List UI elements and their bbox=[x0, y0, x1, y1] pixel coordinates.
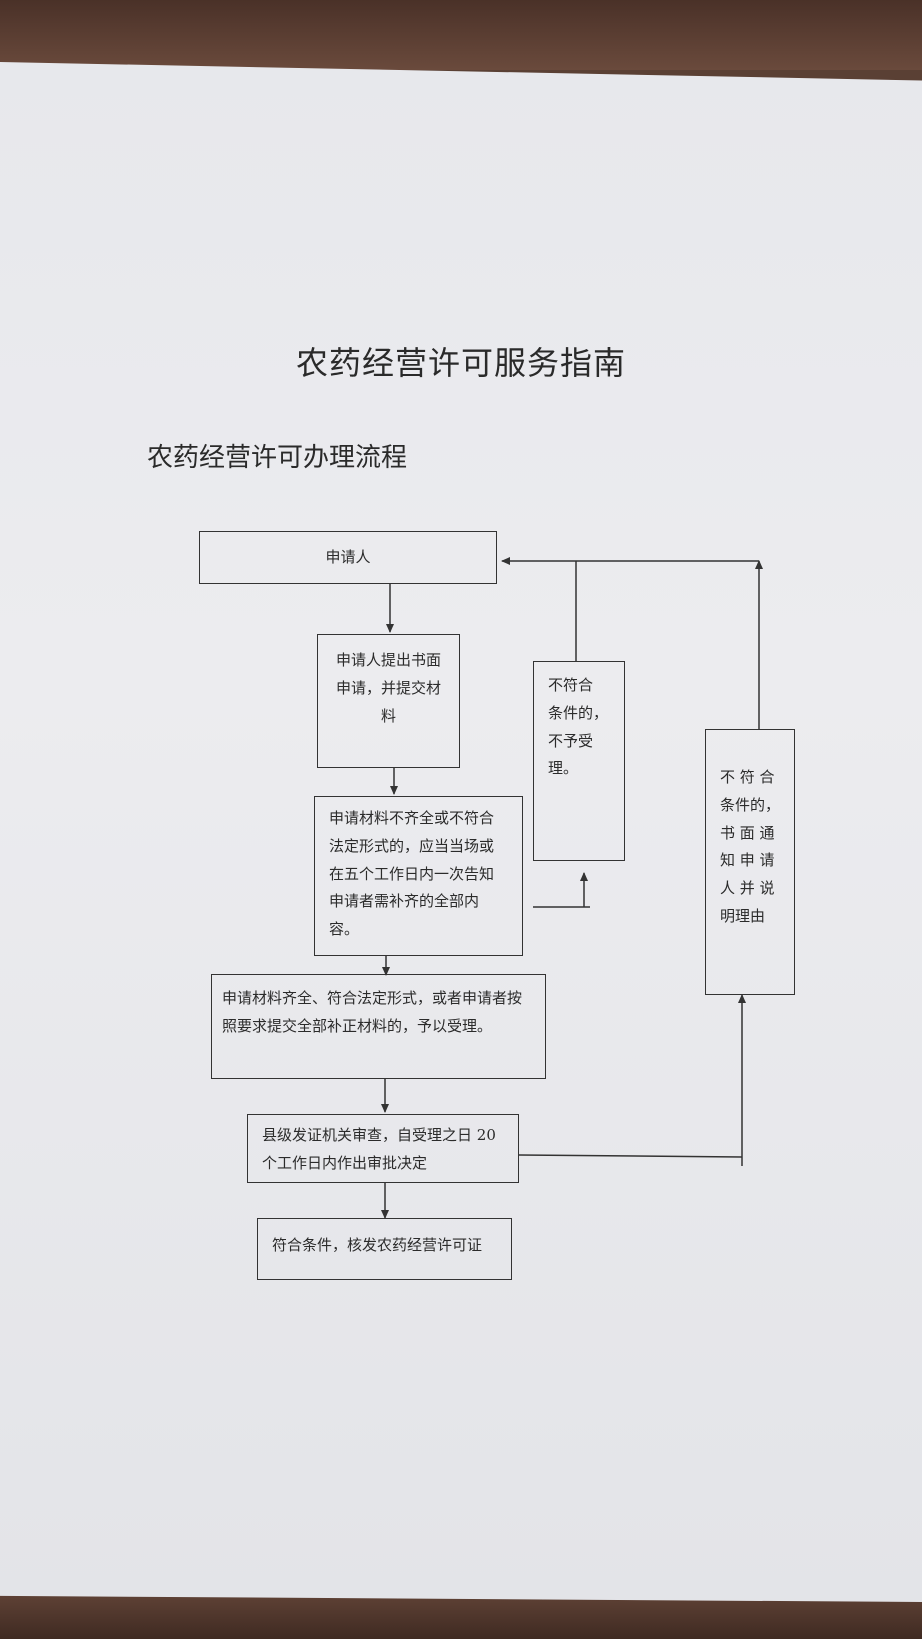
node-review: 县级发证机关审查，自受理之日 20 个工作日内作出审批决定 bbox=[247, 1114, 519, 1183]
line-review-to-rejected bbox=[518, 1154, 743, 1158]
node-rejected: 不 符 合 条件的， 书 面 通 知 申 请 人 并 说 明理由 bbox=[705, 729, 795, 995]
node-incomplete-text: 申请材料不齐全或不符合 法定形式的，应当当场或 在五个工作日内一次告知 申请者需… bbox=[329, 809, 495, 938]
section-title: 农药经营许可办理流程 bbox=[147, 443, 408, 473]
node-submit: 申请人提出书面 申请，并提交材 料 bbox=[317, 634, 460, 768]
node-accepted-text: 申请材料齐全、符合法定形式，或者申请者按 照要求提交全部补正材料的，予以受理。 bbox=[222, 989, 523, 1035]
node-applicant-text: 申请人 bbox=[325, 548, 371, 566]
node-issue-text: 符合条件，核发农药经营许可证 bbox=[272, 1236, 483, 1254]
node-rejected-text: 不 符 合 条件的， 书 面 通 知 申 请 人 并 说 明理由 bbox=[720, 768, 781, 925]
node-applicant: 申请人 bbox=[199, 531, 497, 584]
node-not-accepted-text: 不符合 条件的， 不予受 理。 bbox=[548, 676, 609, 778]
node-not-accepted: 不符合 条件的， 不予受 理。 bbox=[533, 661, 625, 861]
node-accepted: 申请材料齐全、符合法定形式，或者申请者按 照要求提交全部补正材料的，予以受理。 bbox=[211, 974, 546, 1079]
node-review-text: 县级发证机关审查，自受理之日 20 个工作日内作出审批决定 bbox=[262, 1126, 496, 1172]
node-submit-text: 申请人提出书面 申请，并提交材 料 bbox=[335, 651, 441, 725]
paper-sheet bbox=[0, 62, 922, 1602]
table-surface-top bbox=[0, 0, 922, 70]
document-title: 农药经营许可服务指南 bbox=[295, 344, 626, 382]
node-incomplete: 申请材料不齐全或不符合 法定形式的，应当当场或 在五个工作日内一次告知 申请者需… bbox=[314, 796, 523, 956]
node-issue: 符合条件，核发农药经营许可证 bbox=[257, 1218, 512, 1280]
